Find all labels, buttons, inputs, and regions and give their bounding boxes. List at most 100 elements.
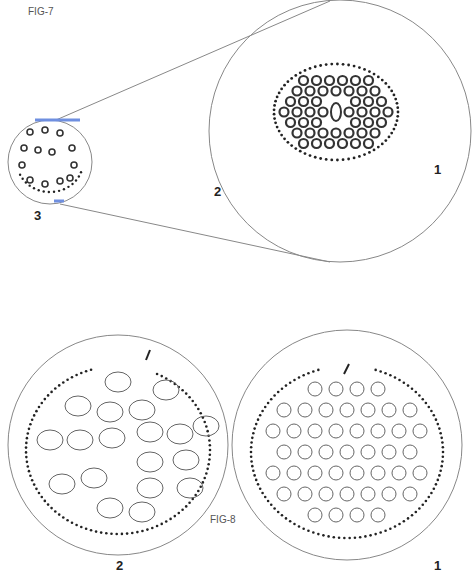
section-circle (232, 330, 462, 560)
dot (438, 427, 441, 430)
dot (309, 154, 312, 157)
dot (384, 372, 387, 375)
dot (289, 381, 292, 384)
dot (78, 175, 80, 177)
dot (151, 527, 154, 530)
dot (85, 370, 88, 373)
dot (389, 374, 392, 377)
dot (281, 387, 284, 390)
dot (293, 523, 296, 526)
dot (403, 520, 406, 523)
dot (181, 509, 184, 512)
small-cell (308, 424, 322, 438)
dot (75, 374, 78, 377)
seed-ring (280, 108, 289, 117)
seed-ring (57, 130, 63, 136)
dot (435, 418, 438, 421)
dot (285, 384, 288, 387)
small-cell (277, 487, 291, 501)
dot (287, 141, 290, 144)
dot (63, 188, 65, 190)
dot (80, 171, 82, 173)
small-cell (350, 382, 364, 396)
dot (336, 159, 339, 162)
small-cell (350, 424, 364, 438)
dot (347, 64, 350, 67)
small-cell (308, 466, 322, 480)
small-cell (350, 466, 364, 480)
dot (26, 465, 29, 468)
seed-ring (371, 129, 380, 138)
dot (411, 387, 414, 390)
dot (90, 529, 93, 532)
dot (25, 181, 27, 183)
dot (278, 130, 281, 133)
dot (50, 391, 53, 394)
dot (421, 398, 424, 401)
dot (35, 488, 38, 491)
seed-ring (312, 76, 321, 85)
dot (280, 134, 283, 137)
dot (197, 490, 200, 493)
dot (25, 456, 28, 459)
dot (206, 430, 209, 433)
dot (100, 531, 103, 534)
dot (188, 396, 191, 399)
dot (25, 446, 28, 449)
dot (283, 137, 286, 140)
dot (435, 483, 438, 486)
dot (267, 500, 270, 503)
dot (314, 65, 317, 68)
seed-ring (319, 108, 328, 117)
dot (110, 532, 113, 535)
seed-ring (27, 129, 33, 135)
dot (342, 158, 345, 161)
dot (293, 379, 296, 382)
small-cell (340, 403, 354, 417)
large-cell (137, 452, 163, 472)
dot (257, 418, 260, 421)
dot (25, 442, 28, 445)
small-cell (371, 424, 385, 438)
dot (418, 394, 421, 397)
seed-ring (21, 145, 27, 151)
dot (384, 139, 387, 142)
small-cell (266, 466, 280, 480)
dot (47, 503, 50, 506)
dot (194, 404, 197, 407)
dot (44, 500, 47, 503)
dot (54, 510, 57, 513)
small-cell (308, 382, 322, 396)
dot (33, 483, 36, 486)
seed-ring (351, 97, 360, 106)
seed-ring (364, 139, 373, 148)
dot (273, 507, 276, 510)
dot (359, 536, 362, 539)
small-cell (382, 487, 396, 501)
seed-ring (293, 108, 302, 117)
small-cell (319, 445, 333, 459)
dot (47, 394, 50, 397)
dot (314, 156, 317, 159)
seed-ring (35, 147, 41, 153)
dot (58, 384, 61, 387)
small-cell (350, 508, 364, 522)
dot (264, 496, 267, 499)
seed-ring (332, 87, 341, 96)
dot (67, 186, 69, 188)
dot (442, 446, 445, 449)
dot (393, 128, 396, 131)
highlight-mark (54, 200, 64, 203)
dot (430, 492, 433, 495)
small-cell (392, 466, 406, 480)
callout-number: 2 (116, 558, 123, 573)
dot (396, 106, 399, 109)
dot (330, 63, 333, 66)
dot (327, 535, 330, 538)
dot (273, 113, 276, 116)
dot (379, 531, 382, 534)
dot (347, 158, 350, 161)
small-cell (329, 424, 343, 438)
large-cell (67, 430, 93, 450)
dot (165, 520, 168, 523)
